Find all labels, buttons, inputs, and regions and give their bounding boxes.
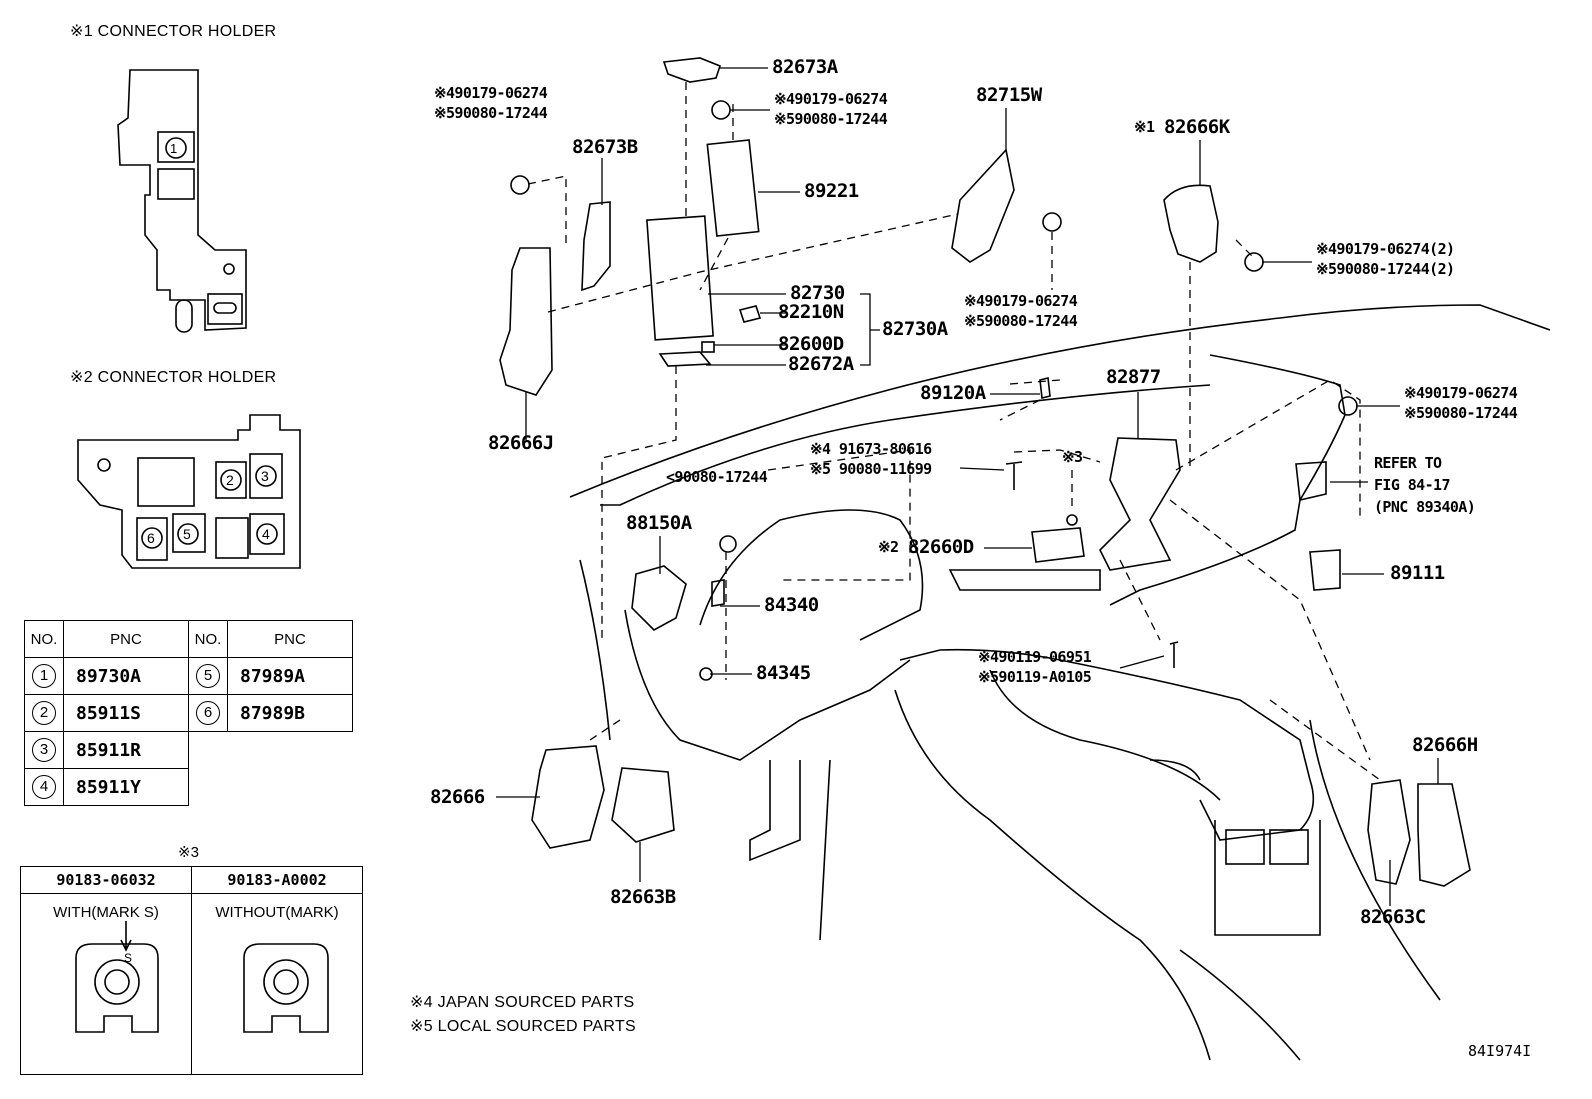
part-label: 82673B [572,136,638,158]
screw-label: ※490119-06951 [978,648,1092,666]
row-number: 5 [196,664,220,688]
refer-note: FIG 84-17 [1374,476,1450,494]
pnc-table-header: PNC [63,620,189,658]
row-number: 6 [196,701,220,725]
pnc-table-header: PNC [227,620,353,658]
bolt-label: ※5 90080-11699 [810,460,932,478]
connector-holder-1-drawing [117,69,247,333]
part-label: 82600D [778,333,844,355]
part-label: 82666 [430,786,485,808]
row-number: 1 [32,664,56,688]
holder-1-slot-number: 1 [170,141,178,156]
part-label: 82730 [790,282,845,304]
fastener-table: 90183-06032 90183-A0002 WITH(MARK S) WIT… [20,866,363,1075]
clip-label: ※490179-06274 [1404,384,1518,402]
part-label: 84345 [756,662,811,684]
clip-label: ※490179-06274 [434,84,548,102]
part-label: 88150A [626,512,692,534]
pnc-table: NO. PNC NO. PNC 1 89730A 5 87989A 2 8591… [24,620,353,806]
table-row: 1 89730A 5 87989A [24,657,353,695]
row-number: 4 [32,775,56,799]
part-mark: ※2 [878,538,899,556]
table-row: 2 85911S 6 87989B [24,694,353,732]
row-pnc: 85911R [63,731,189,769]
row-pnc: 85911Y [63,768,189,806]
part-mark: ※3 [1062,448,1083,466]
row-pnc: 89730A [63,657,189,695]
holder-1-title: ※1 CONNECTOR HOLDER [70,23,277,40]
clip-label: ※590080-17244 [774,110,888,128]
clip-label: ※590080-17244 [964,312,1078,330]
part-label: 82666J [488,432,554,454]
part-label: 82666H [1412,734,1478,756]
refer-note: REFER TO [1374,454,1442,472]
clip-label: ※490179-06274 [964,292,1078,310]
part-label: 89221 [804,180,859,202]
fastener-part-number: 90183-06032 [20,866,192,894]
note-local-sourced: ※5 LOCAL SOURCED PARTS [410,1018,636,1035]
holder-2-slot: 6 [147,530,155,546]
pnc-table-header: NO. [24,620,64,658]
part-label: 82672A [788,353,854,375]
part-label: 82210N [778,301,844,323]
part-label: 82715W [976,84,1042,106]
part-label: 82730A [882,318,948,340]
fastener-description: WITHOUT(MARK) [191,893,363,1075]
part-label: 89120A [920,382,986,404]
leader-lines [496,67,1439,906]
part-mark: ※1 [1134,118,1155,136]
holder-2-slot: 5 [183,526,191,542]
row-number: 3 [32,738,56,762]
holder-2-slot: 4 [262,526,270,542]
part-label: 82660D [908,536,974,558]
bolt-label: ※4 91673-80616 [810,440,932,458]
part-label: 82673A [772,56,838,78]
holder-2-slot: 3 [261,468,269,484]
part-label: 82663B [610,886,676,908]
row-number: 2 [32,701,56,725]
table-row: 4 85911Y [24,768,353,806]
fastener-mark: S [124,951,133,965]
fastener-table-title: ※3 [178,844,199,861]
row-pnc: 85911S [63,694,189,732]
clip-label: ※490179-06274(2) [1316,240,1455,258]
figure-id: 84I974I [1468,1042,1532,1060]
holder-2-title: ※2 CONNECTOR HOLDER [70,369,277,386]
clip-label: ※490179-06274 [774,90,888,108]
instrument-panel-drawing [569,304,1551,1061]
clip-label: ※590080-17244(2) [1316,260,1455,278]
assembly-lines [527,82,1381,781]
clip-label: ※590080-17244 [1404,404,1518,422]
clip-label: <90080-17244 [666,468,768,486]
part-label: 82666K [1164,116,1230,138]
fastener-part-number: 90183-A0002 [191,866,363,894]
part-label: 84340 [764,594,819,616]
part-label: 89111 [1390,562,1445,584]
screw-label: ※590119-A0105 [978,668,1092,686]
row-pnc: 87989A [227,657,353,695]
connector-holder-2-drawing [77,414,301,569]
component-sketches [499,57,1471,887]
part-label: 82663C [1360,906,1426,928]
pnc-table-header: NO. [188,620,228,658]
note-japan-sourced: ※4 JAPAN SOURCED PARTS [410,994,635,1011]
table-row: 3 85911R [24,731,353,769]
refer-note: (PNC 89340A) [1374,498,1476,516]
part-label: 82877 [1106,366,1161,388]
clip-label: ※590080-17244 [434,104,548,122]
fastener-description: WITH(MARK S) [20,893,192,1075]
holder-2-slot: 2 [226,472,234,488]
row-pnc: 87989B [227,694,353,732]
